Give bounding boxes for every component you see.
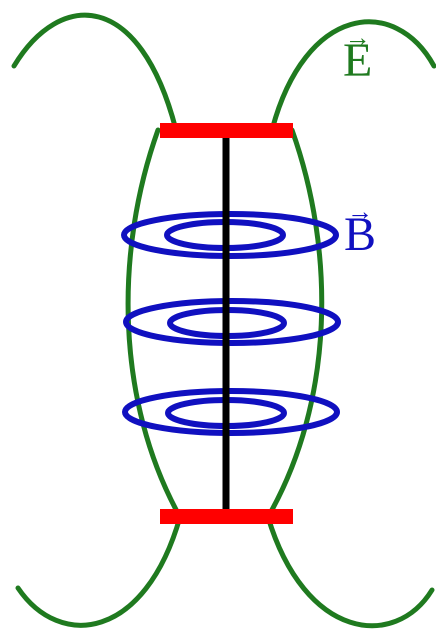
vector-arrow-icon: → — [347, 197, 373, 226]
magnetic-ring-group-bottom — [122, 388, 340, 436]
vector-arrow-icon: → — [344, 23, 371, 52]
magnetic-ring — [123, 298, 341, 346]
magnetic-field-rings — [121, 211, 341, 436]
electric-field-label: → E — [343, 25, 373, 87]
magnetic-ring-group-middle — [123, 298, 341, 346]
magnetic-field-symbol: B — [344, 208, 377, 261]
e-field-line-inner-right — [265, 127, 325, 520]
magnetic-field-label: → B — [344, 199, 377, 261]
electric-field-symbol: E — [343, 34, 373, 87]
e-field-line-outer-right-top — [269, 19, 436, 133]
top-plate — [160, 123, 293, 138]
e-field-line-outer-right-bottom — [265, 514, 435, 629]
e-field-line-outer-left-top — [11, 12, 179, 133]
magnetic-ring — [121, 211, 339, 259]
e-field-line-outer-left-bottom — [15, 514, 183, 628]
bottom-plate — [160, 509, 293, 524]
magnetic-ring — [122, 388, 340, 436]
magnetic-ring-group-top — [121, 211, 339, 259]
